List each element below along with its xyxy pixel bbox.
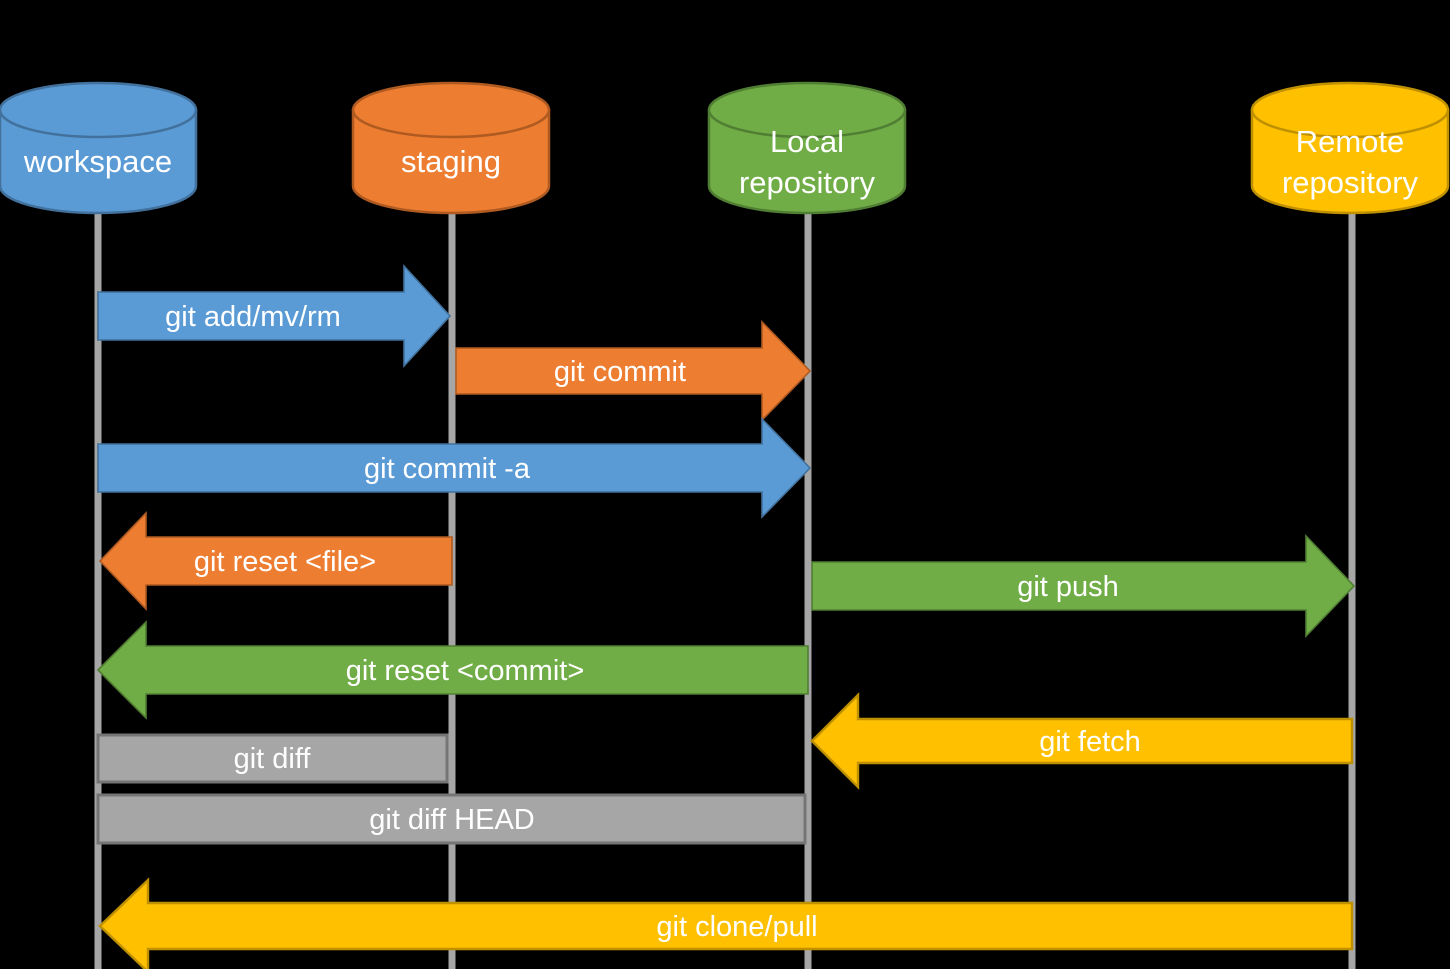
arrow-git-commit: git commit (455, 320, 812, 422)
cylinder-top (1250, 81, 1450, 139)
node-remote-repository: Remote repository (1250, 81, 1450, 215)
lifeline-staging (448, 212, 456, 969)
arrow-git-reset-commit: git reset <commit> (96, 620, 809, 720)
arrow-label: git commit (554, 356, 686, 388)
arrow-label: git reset <commit> (346, 655, 585, 687)
cylinder-top (707, 81, 907, 139)
arrow-shape (96, 620, 809, 720)
node-label-line2: repository (739, 165, 876, 200)
arrow-label: git clone/pull (656, 911, 817, 943)
cylinder-body (0, 108, 198, 215)
arrow-label: git reset <file> (194, 546, 376, 578)
arrow-git-clone-pull: git clone/pull (98, 877, 1354, 969)
node-label-line1: Local (770, 124, 844, 159)
node-label: workspace (23, 144, 172, 179)
node-staging: staging (351, 81, 551, 215)
cylinder-top (0, 81, 198, 139)
arrow-shape (97, 417, 812, 519)
lifeline-local-repository (804, 212, 812, 969)
arrow-label: git fetch (1039, 726, 1141, 758)
node-local-repository: Local repository (707, 81, 907, 215)
bar-git-diff-head: git diff HEAD (96, 793, 807, 845)
cylinder-body (707, 108, 907, 215)
bar-shape (96, 733, 449, 784)
arrow-git-reset-file: git reset <file> (98, 511, 453, 611)
arrow-shape (97, 263, 452, 369)
arrow-shape (455, 320, 812, 422)
arrow-label: git add/mv/rm (165, 301, 341, 333)
arrow-label: git commit -a (364, 453, 531, 485)
lifeline-remote-repository (1348, 212, 1356, 969)
cylinder-body (1250, 108, 1450, 215)
arrow-git-commit-a: git commit -a (97, 417, 812, 519)
node-label-line2: repository (1282, 165, 1419, 200)
bar-shape (96, 793, 807, 845)
node-label: staging (401, 144, 501, 179)
arrow-shape (810, 692, 1354, 790)
cylinder-body (351, 108, 551, 215)
arrow-git-push: git push (811, 534, 1356, 638)
lifeline-workspace (94, 212, 102, 969)
cylinder-top (351, 81, 551, 139)
arrow-git-fetch: git fetch (810, 692, 1354, 790)
bar-label: git diff (234, 743, 312, 775)
bar-label: git diff HEAD (369, 804, 534, 836)
bar-git-diff: git diff (96, 733, 449, 784)
arrow-label: git push (1017, 571, 1119, 603)
node-workspace: workspace (0, 81, 198, 215)
arrow-shape (98, 511, 453, 611)
arrow-shape (811, 534, 1356, 638)
node-label-line1: Remote (1296, 124, 1405, 159)
arrow-shape (98, 877, 1354, 969)
arrow-git-add-mv-rm: git add/mv/rm (97, 263, 452, 369)
